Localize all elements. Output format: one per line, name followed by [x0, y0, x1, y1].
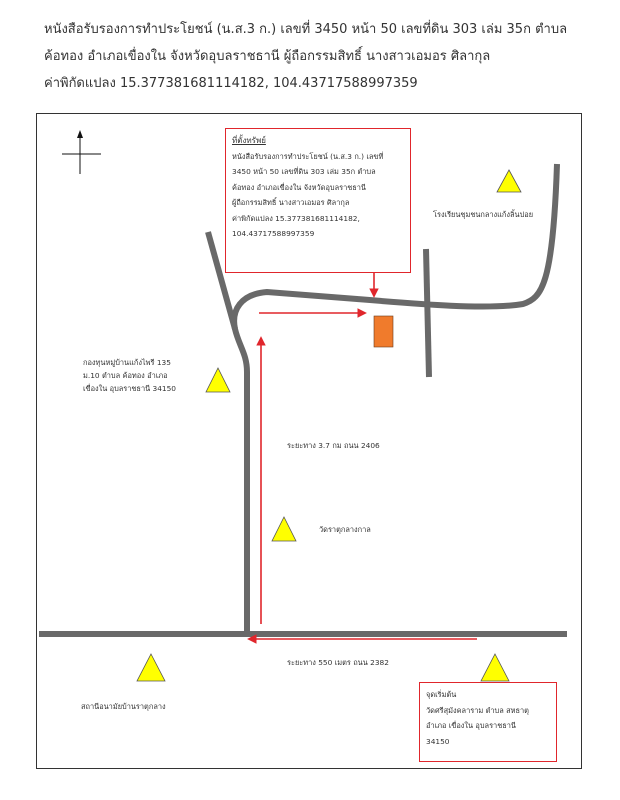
property-info-box: ที่ตั้งทรัพย์ หนังสือรับรองการทำประโยชน์… — [225, 128, 411, 273]
start-box-line: อำเภอ เขื่องใน อุบลราชธานี — [426, 721, 516, 730]
property-box-line: ค่าพิกัดแปลง 15.377381681114182, — [232, 213, 360, 223]
start-box-line: 34150 — [426, 736, 450, 746]
property-box-line: 3450 หน้า 50 เลขที่ดิน 303 เล่ม 35ก ตำบล — [232, 167, 376, 176]
map-canvas — [39, 130, 567, 682]
label-health-station: สถานีอนามัยบ้านราตุกลาง — [81, 702, 166, 711]
road-east-vertical — [423, 248, 432, 378]
start-point-box: จุดเริ่มต้น วัดศรีสุมังคลาราม ตำบล สหธาต… — [419, 682, 557, 762]
route-map: ที่ตั้งทรัพย์ หนังสือรับรองการทำประโยชน์… — [36, 113, 582, 769]
label-school: โรงเรียนชุมชนกลางแก้งลิ้นปอย — [433, 210, 534, 219]
triangle-landmark-icon — [496, 169, 522, 193]
route-arrows — [247, 262, 477, 644]
fund-line: กองทุนหมู่บ้านแก้งไพรี 135 — [83, 358, 171, 367]
map-header: หนังสือรับรองการทำประโยชน์ (น.ส.3 ก.) เล… — [44, 16, 604, 97]
triangle-landmark-icon — [136, 653, 166, 682]
triangle-landmark-icon — [480, 653, 510, 682]
label-distance-south: ระยะทาง 550 เมตร ถนน 2382 — [287, 658, 389, 667]
property-box-line: หนังสือรับรองการทำประโยชน์ (น.ส.3 ก.) เล… — [232, 151, 384, 161]
fund-line: ม.10 ตำบล ค้อทอง อำเภอ — [83, 371, 168, 380]
road-network — [39, 163, 567, 637]
property-box-line: 104.43717588997359 — [232, 229, 315, 238]
label-distance-north: ระยะทาง 3.7 กม ถนน 2406 — [287, 441, 380, 450]
road-northwest — [205, 231, 238, 330]
header-line-1: หนังสือรับรองการทำประโยชน์ (น.ส.3 ก.) เล… — [44, 22, 568, 37]
triangle-landmark-icon — [205, 367, 231, 393]
fund-line: เขื่องใน อุบลราชธานี 34150 — [83, 384, 177, 393]
label-village-fund: กองทุนหมู่บ้านแก้งไพรี 135 ม.10 ตำบล ค้อ… — [83, 356, 193, 395]
plot-marker-icon — [373, 315, 394, 348]
start-box-title: จุดเริ่มต้น — [426, 690, 457, 699]
landmarks — [136, 169, 522, 682]
header-line-3: ค่าพิกัดแปลง 15.377381681114182, 104.437… — [44, 76, 418, 91]
property-box-title: ที่ตั้งทรัพย์ — [232, 136, 266, 145]
start-box-line: วัดศรีสุมังคลาราม ตำบล สหธาตุ — [426, 705, 529, 715]
property-box-line: ผู้ถือกรรมสิทธิ์ นางสาวเอมอร ศิลากุล — [232, 198, 350, 207]
triangle-landmark-icon — [271, 516, 297, 542]
label-temple: วัดราตุกลางกาล — [319, 525, 371, 534]
header-line-2: ค้อทอง อำเภอเขื่องใน จังหวัดอุบลราชธานี … — [44, 49, 491, 64]
north-arrow-icon — [62, 130, 101, 174]
road-main-vertical — [231, 163, 560, 634]
property-box-line: ค้อทอง อำเภอเขื่องใน จังหวัดอุบลราชธานี — [232, 182, 366, 192]
